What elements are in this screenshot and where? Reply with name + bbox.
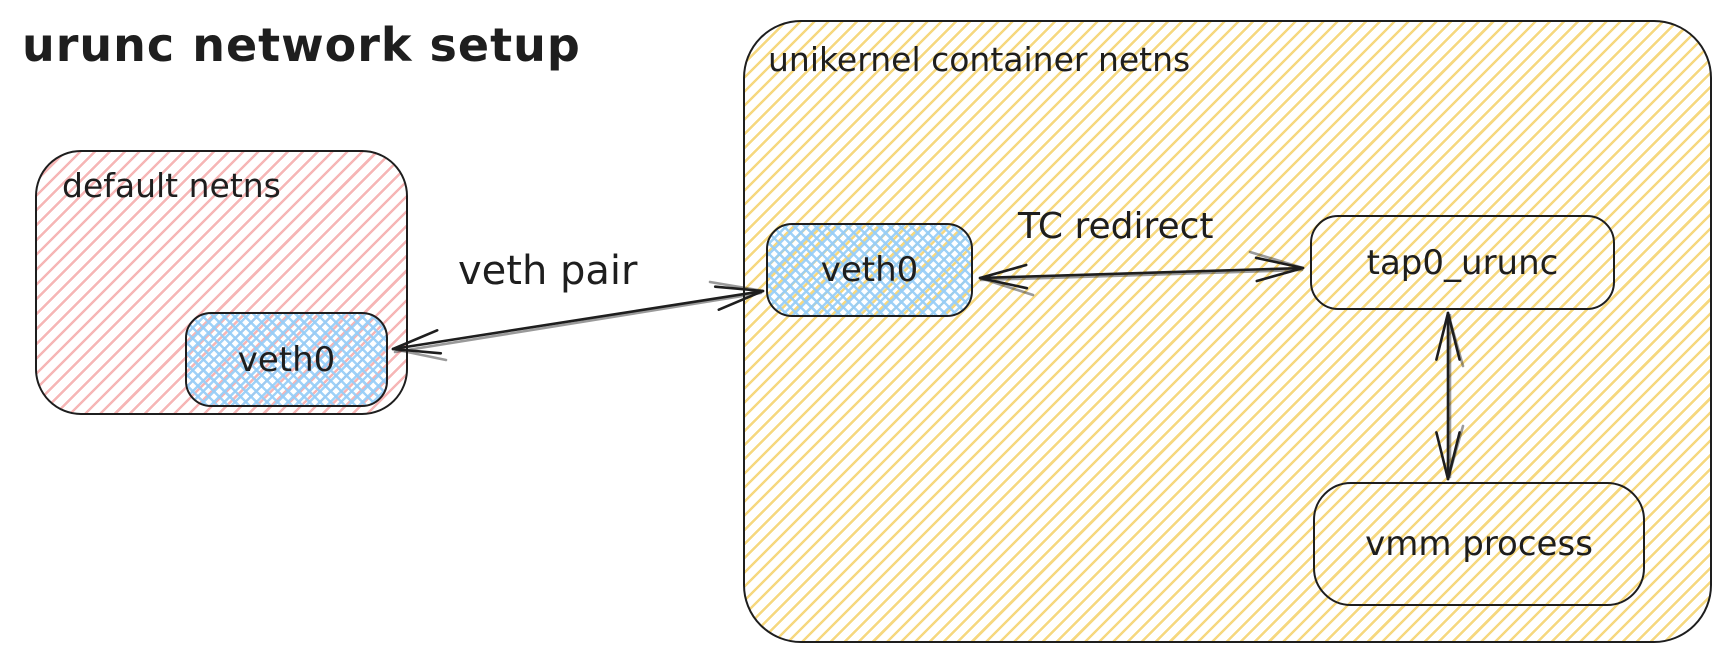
default-netns-label: default netns xyxy=(62,166,281,205)
veth0-unikernel-node: veth0 xyxy=(766,223,973,317)
veth0-unikernel-label: veth0 xyxy=(820,250,919,290)
veth0-default-label: veth0 xyxy=(237,339,336,380)
vmm-process-label: vmm process xyxy=(1365,524,1593,564)
page-title: urunc network setup xyxy=(22,18,581,72)
veth0-default-node: veth0 xyxy=(185,312,388,407)
tc-redirect-label: TC redirect xyxy=(1018,206,1214,247)
veth-pair-label: veth pair xyxy=(458,248,638,294)
tap0-urunc-label: tap0_urunc xyxy=(1366,242,1559,283)
tap0-urunc-node: tap0_urunc xyxy=(1310,215,1615,310)
unikernel-netns-container xyxy=(743,20,1712,643)
vmm-process-node: vmm process xyxy=(1313,482,1645,606)
unikernel-netns-label: unikernel container netns xyxy=(768,40,1191,79)
